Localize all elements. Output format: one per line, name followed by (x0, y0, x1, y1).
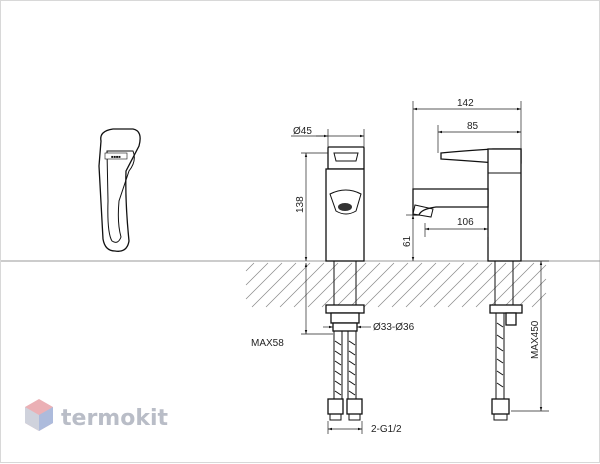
profile-view (412, 148, 523, 421)
hatch-line (245, 262, 255, 272)
front-view-lever: ■■■■ (98, 128, 141, 252)
side-view (325, 146, 365, 421)
hatch-line (489, 262, 535, 308)
hatch-line (251, 262, 297, 308)
hatch-line (245, 262, 283, 300)
profile-view-dimensions (406, 101, 549, 412)
hatch-line (419, 262, 465, 308)
hatch-line (405, 262, 451, 308)
hatch-line (391, 262, 437, 308)
hatch-line (517, 278, 547, 308)
dim-hole-diameter: Ø33-Ø36 (373, 322, 415, 333)
watermark-text: termokit (61, 406, 168, 431)
hatch-line (335, 262, 381, 308)
termokit-logo (25, 399, 53, 431)
hatch-line (447, 262, 493, 308)
hatch-line (363, 262, 409, 308)
hatch-line (433, 262, 479, 308)
dim-width-85: 85 (467, 121, 479, 132)
hatch-line (321, 262, 367, 308)
dim-width-142: 142 (457, 98, 474, 109)
countertop-hatching (245, 262, 547, 308)
hatch-line (265, 262, 311, 308)
side-view-dimensions (291, 129, 371, 434)
hatch-line (293, 262, 339, 308)
brand-logo-icon (104, 152, 128, 160)
dim-max-450: MAX450 (530, 320, 541, 359)
hatch-line (503, 264, 547, 308)
dim-spout-106: 106 (457, 217, 474, 228)
hatch-line (349, 262, 395, 308)
dim-max-58: MAX58 (251, 338, 284, 349)
dim-diameter-45: Ø45 (293, 126, 312, 137)
dim-thread: 2-G1/2 (371, 424, 402, 435)
hatch-line (377, 262, 423, 308)
dim-height-61: 61 (402, 235, 413, 247)
hatch-line (279, 262, 325, 308)
hatch-line (461, 262, 507, 308)
hatch-line (531, 292, 547, 308)
hatch-line (245, 262, 269, 286)
hatch-line (307, 262, 353, 308)
svg-text:■■■■: ■■■■ (111, 154, 121, 159)
dim-height-138: 138 (295, 196, 306, 213)
